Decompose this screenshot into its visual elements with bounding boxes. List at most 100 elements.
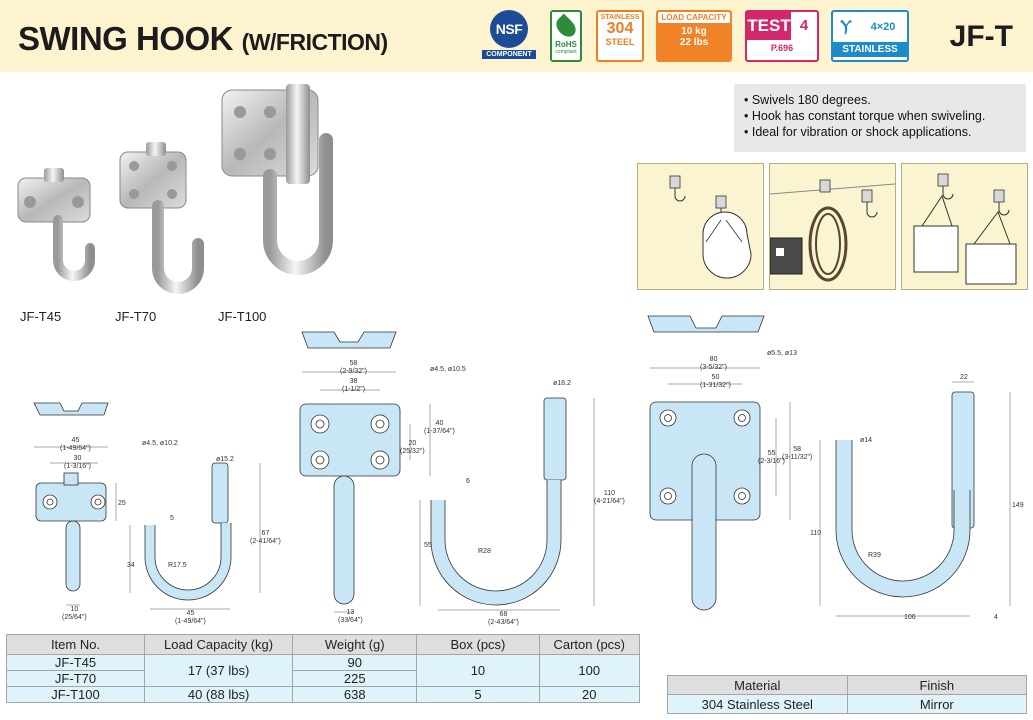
material-table-header: Material Finish	[667, 675, 1028, 695]
spec-cell-box: 10	[416, 654, 540, 687]
dim-t45-dia: ø15.2	[216, 456, 234, 463]
photo-jf-t70	[119, 142, 204, 294]
t70-hook-curve	[431, 480, 561, 605]
steel-badge-bottom: STEEL	[605, 37, 635, 47]
leaf-icon	[552, 13, 580, 41]
dim-t45-25: 25	[118, 500, 126, 507]
dim-t45-34: 34	[127, 562, 135, 569]
load-badge-lbs: 22 lbs	[679, 37, 709, 48]
dim-t70-20: 20(25/32")	[400, 440, 425, 455]
dim-t70-dia: ø18.2	[553, 380, 571, 387]
dim-t100-dia: ø14	[860, 437, 873, 444]
rohs-badge: RoHS compliant	[550, 10, 582, 62]
spec-cell-load: 17 (37 lbs)	[144, 654, 294, 687]
steel-badge-num: 304	[606, 20, 634, 37]
feature-item: • Swivels 180 degrees.	[744, 93, 871, 107]
material-header-material: Material	[667, 675, 848, 695]
spec-cell-item: JF-T45	[5, 654, 146, 671]
dim-t70-radius: R28	[478, 548, 491, 555]
title-sub: (W/FRICTION)	[241, 29, 389, 55]
test-badge: TEST 4 P.696	[745, 10, 819, 62]
dim-t70-55: 55	[424, 542, 432, 549]
table-row: 304 Stainless Steel Mirror	[667, 694, 1028, 714]
usage-illustration-bags	[901, 163, 1028, 290]
dim-t100-radius: R39	[868, 552, 881, 559]
load-badge-title: LOAD CAPACITY	[658, 12, 730, 23]
table-row: JF-T100 40 (88 lbs) 638 5 20	[5, 686, 641, 703]
stainless-badge-num: 4×20	[870, 21, 896, 33]
t45-hook-curve	[145, 523, 231, 600]
dim-t100-22: 22	[960, 374, 968, 381]
test-badge-page: P.696	[770, 43, 794, 53]
product-code: JF-T	[949, 20, 1013, 53]
spec-cell-item: JF-T100	[5, 686, 146, 703]
t100-hook-stem	[691, 453, 717, 611]
dim-t70-6: 6	[466, 478, 470, 485]
stainless-badge-label: STAINLESS	[833, 42, 907, 57]
t45-pivot	[63, 472, 79, 486]
photo-label-t70: JF-T70	[115, 309, 157, 324]
nsf-badge-text: NSF	[490, 10, 528, 48]
usage-illustration-cable	[769, 163, 896, 290]
spec-header-load: Load Capacity (kg)	[144, 634, 294, 655]
spec-header-item: Item No.	[5, 634, 146, 655]
dim-t100-80: 80(3-5/32")	[700, 356, 727, 371]
spec-cell-box: 5	[416, 686, 540, 703]
product-photos	[17, 84, 333, 294]
dim-t70-110: 110(4-21/64")	[594, 490, 625, 505]
load-badge-kg: 10 kg	[681, 26, 707, 37]
dim-t100-50: 50(1-31/32")	[700, 374, 731, 389]
photo-jf-t45	[17, 168, 95, 281]
dim-t70-58: 58(2-9/32")	[340, 360, 367, 375]
page-title: SWING HOOK (W/FRICTION)	[18, 20, 388, 58]
spec-table: Item No. Load Capacity (kg) Weight (g) B…	[5, 634, 641, 703]
bags-illustration-icon	[913, 173, 1017, 285]
test-badge-num: 4	[799, 17, 809, 34]
nsf-badge-label: COMPONENT	[482, 50, 536, 59]
dim-t70-40: 40(1-37/64")	[424, 420, 455, 435]
screw-icon: Ⲩ	[840, 18, 852, 35]
usage-illustration-helmet	[637, 163, 764, 290]
rohs-badge-sub: compliant	[555, 49, 577, 55]
cable-illustration-icon	[770, 179, 895, 282]
load-capacity-badge: LOAD CAPACITY 10 kg 22 lbs	[656, 10, 732, 62]
test-badge-title: TEST	[747, 12, 791, 40]
t100-hook-curve	[836, 440, 970, 597]
dim-t100-110: 110	[810, 530, 822, 537]
dim-t100-hole: ø5.5, ø13	[767, 350, 797, 357]
dim-t70-38: 38(1-1/2")	[342, 378, 366, 393]
nsf-badge: NSF COMPONENT	[482, 10, 536, 62]
spec-cell-carton: 100	[538, 654, 641, 687]
dim-t45-5: 5	[170, 515, 174, 522]
dim-t45-hole: ø4.5, ø10.2	[142, 440, 178, 447]
table-row: JF-T45 17 (37 lbs) 90 10 100	[5, 654, 641, 687]
steel-badge-top: STAINLESS	[600, 14, 640, 21]
title-main: SWING HOOK	[18, 20, 234, 57]
t70-hook-stem	[333, 475, 355, 605]
material-cell-material: 304 Stainless Steel	[667, 694, 848, 714]
technical-drawing-jf-t45	[33, 402, 261, 610]
dim-t45-radius: R17.5	[168, 562, 187, 569]
features-box: • Swivels 180 degrees. • Hook has consta…	[734, 84, 1026, 152]
spec-header-carton: Carton (pcs)	[538, 634, 641, 655]
spec-cell-weight: 90	[292, 654, 418, 671]
spec-header-weight: Weight (g)	[292, 634, 418, 655]
rohs-badge-text: RoHS	[555, 40, 577, 49]
dim-t45-30: 30(1-3/16")	[64, 455, 91, 470]
spec-cell-item: JF-T70	[5, 670, 146, 687]
table-row: JF-T70 225	[5, 670, 640, 687]
helmet-illustration-icon	[669, 175, 752, 279]
dim-t100-58: 58(3-11/32")	[782, 446, 813, 461]
material-cell-finish: Mirror	[846, 694, 1028, 714]
spec-cell-weight: 225	[292, 670, 418, 687]
material-table: Material Finish 304 Stainless Steel Mirr…	[667, 675, 1028, 714]
dim-t70-hole: ø4.5, ø10.5	[430, 366, 466, 373]
t100-top-view	[647, 315, 765, 333]
t70-side-pivot	[543, 397, 567, 481]
spec-table-header: Item No. Load Capacity (kg) Weight (g) B…	[5, 634, 641, 655]
feature-item: • Ideal for vibration or shock applicati…	[744, 125, 972, 139]
steel-badge: STAINLESS 304 STEEL	[596, 10, 644, 62]
dim-t100-106: 106	[904, 614, 916, 621]
technical-drawing-jf-t70	[299, 331, 595, 613]
dim-t45-45b: 45(1-49/64")	[175, 610, 206, 625]
